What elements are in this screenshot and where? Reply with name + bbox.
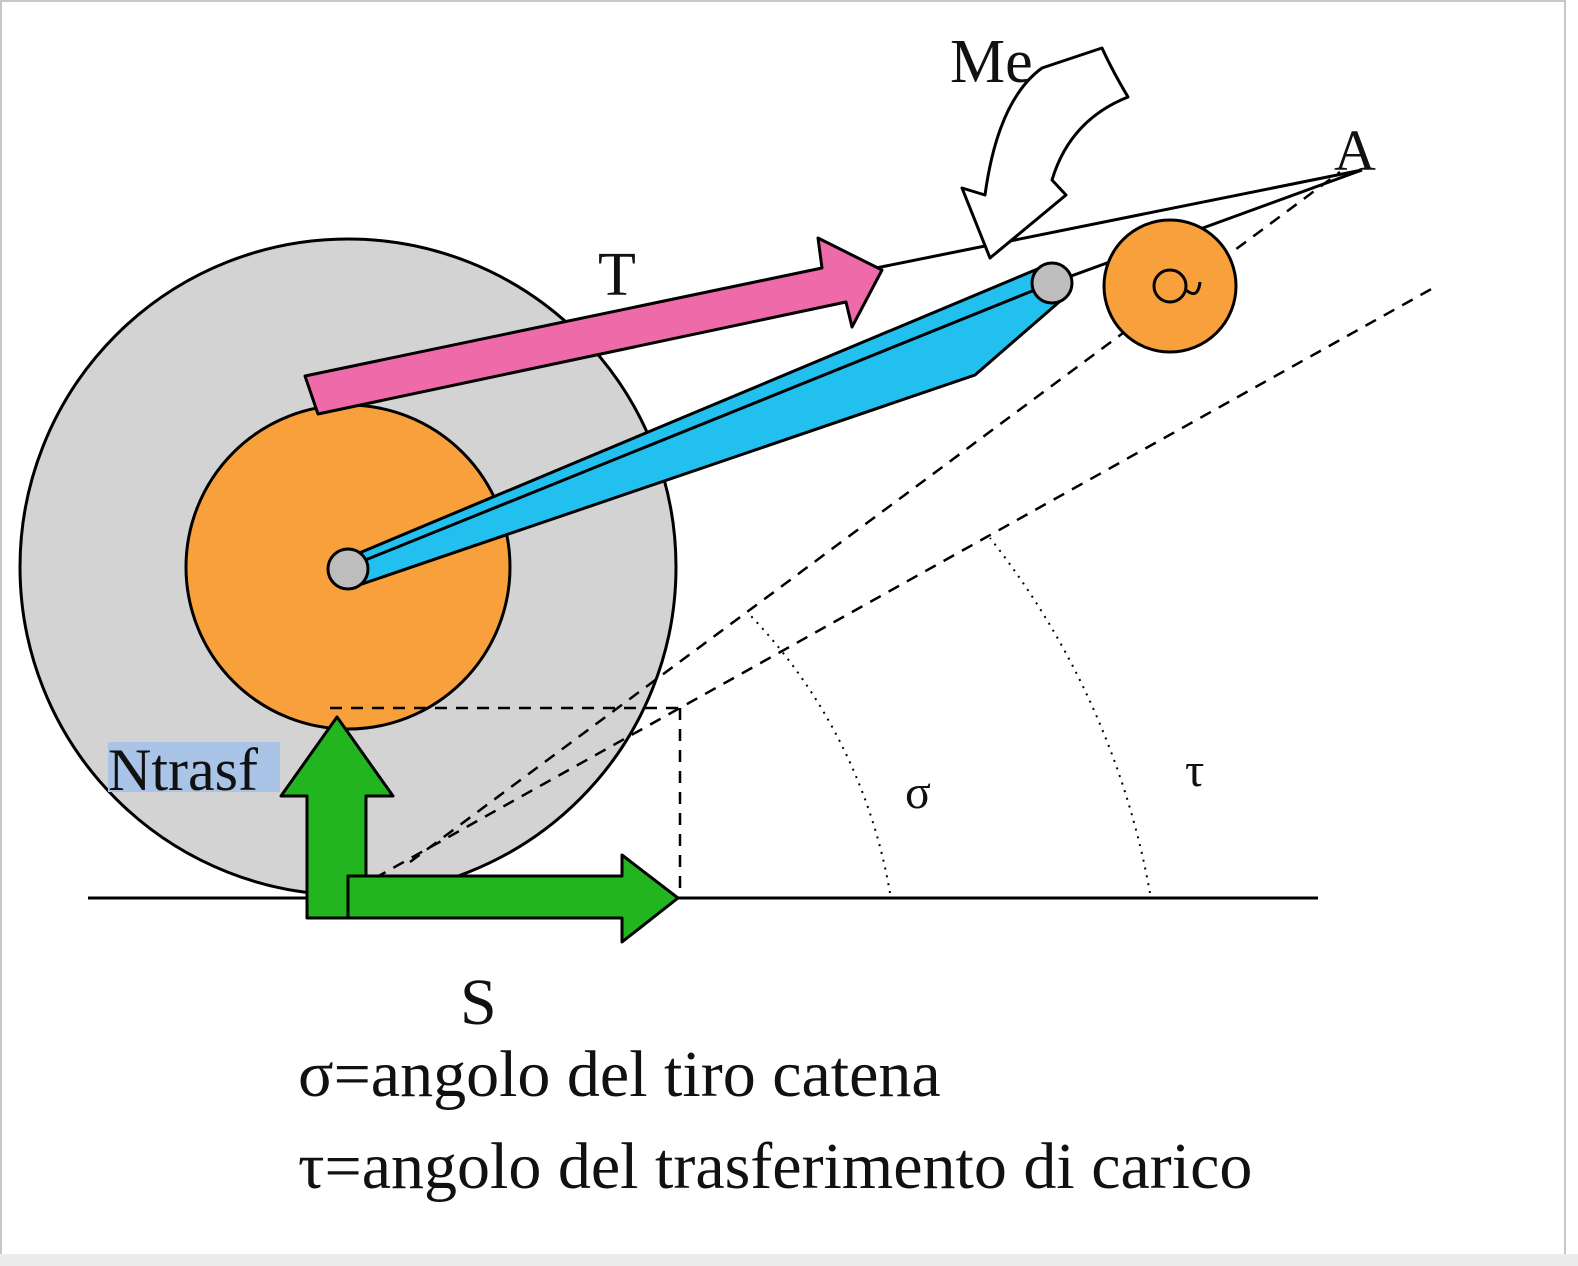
upper-chain-line	[865, 168, 1363, 272]
label-ntrasf: Ntrasf	[108, 737, 258, 803]
wheel-axle-pivot	[326, 547, 370, 591]
caption-tau-definition: τ=angolo del trasferimento di carico	[298, 1130, 1252, 1203]
label-t: T	[598, 241, 636, 309]
label-s: S	[460, 966, 497, 1039]
moment-arrow-me	[960, 46, 1130, 260]
tau-angle-arc	[989, 537, 1151, 894]
label-tau: τ	[1185, 744, 1204, 797]
bottom-strip	[0, 1254, 1578, 1266]
load-transfer-line-tau	[409, 170, 1341, 864]
swingarm-pivot	[1030, 261, 1074, 305]
ntrasf-highlight	[108, 742, 280, 792]
chain-force-arrow-t	[303, 236, 884, 416]
label-me: Me	[950, 28, 1033, 96]
chain-line-sigma	[374, 285, 1436, 880]
label-sigma: σ	[905, 766, 931, 819]
sigma-angle-arc	[749, 614, 891, 894]
label-a: A	[1334, 118, 1376, 183]
caption-sigma-definition: σ=angolo del tiro catena	[298, 1038, 941, 1111]
front-pinion	[1102, 218, 1238, 354]
dashed-lines	[330, 170, 1436, 898]
pinion-to-a-line	[1051, 168, 1363, 285]
pinion-hub-mark	[1152, 268, 1202, 304]
swingarm-axis	[347, 281, 1053, 569]
thrust-arrow-s	[346, 853, 680, 944]
